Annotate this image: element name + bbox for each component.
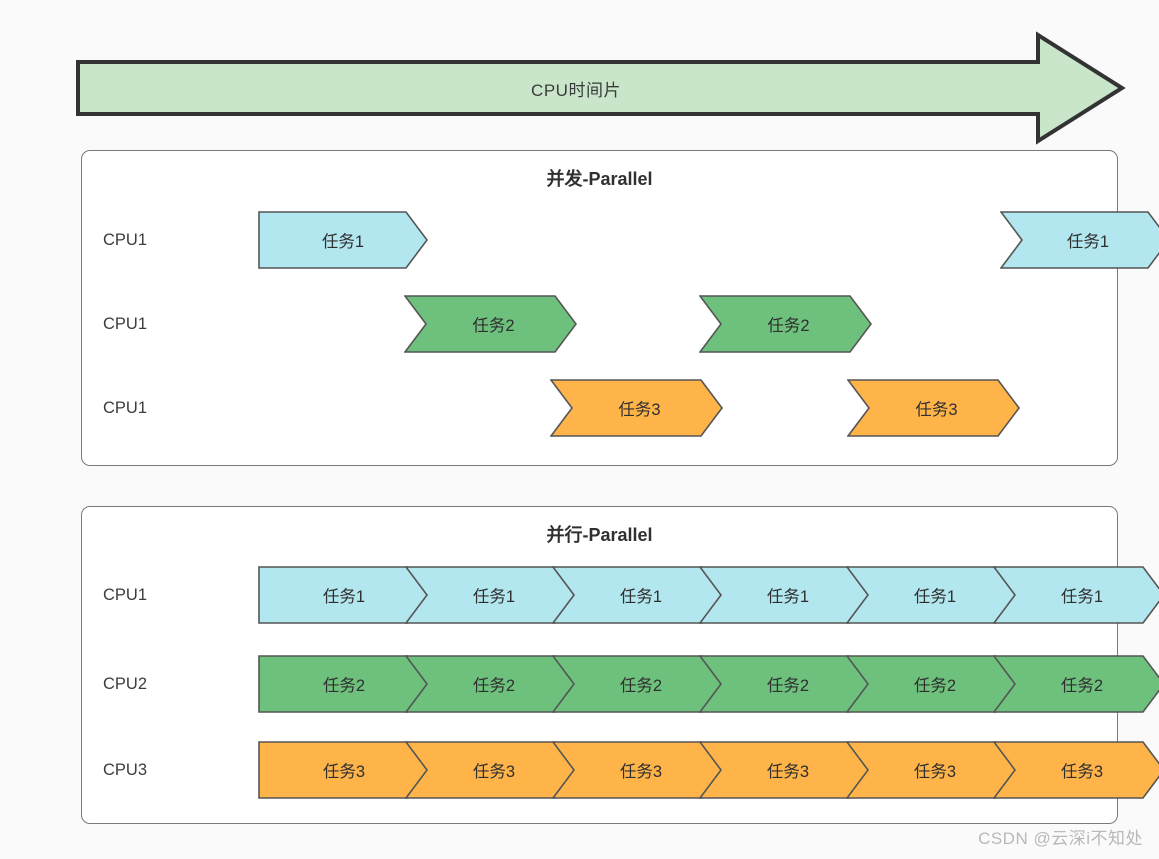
cpu-row-label: CPU2 — [103, 674, 148, 693]
cpu-row-track: 任务3 任务3 — [177, 379, 1107, 437]
timeline-arrow-shape — [76, 31, 1126, 145]
cpu-row: CPU1 任务1 任务1 — [82, 211, 1159, 269]
task-chevron[interactable]: 任务3 — [847, 379, 1020, 437]
task-chevron[interactable]: 任务3 — [993, 741, 1159, 799]
task-chevron-shape — [993, 566, 1159, 624]
task-chevron-shape — [550, 379, 723, 437]
task-chevron-shape — [993, 741, 1159, 799]
cpu-row-label: CPU1 — [103, 585, 148, 604]
task-chevron[interactable]: 任务2 — [993, 655, 1159, 713]
cpu-row-label: CPU3 — [103, 760, 148, 779]
cpu-row: CPU1 任务2 任务2 — [82, 295, 1117, 353]
task-chevron-shape — [1000, 211, 1159, 269]
task-chevron-shape — [699, 295, 872, 353]
task-chevron[interactable]: 任务2 — [404, 295, 577, 353]
task-chevron[interactable]: 任务3 — [550, 379, 723, 437]
watermark: CSDN @云深i不知处 — [978, 829, 1143, 848]
cpu-row-track: 任务2 任务2 — [177, 295, 1107, 353]
task-chevron[interactable]: 任务1 — [993, 566, 1159, 624]
cpu-row: CPU1 任务3 任务3 — [82, 379, 1117, 437]
cpu-row-label: CPU1 — [103, 314, 148, 333]
task-chevron-shape — [847, 379, 1020, 437]
task-chevron[interactable]: 任务1 — [258, 211, 428, 269]
cpu-row-track: 任务1 任务1 — [177, 211, 1159, 269]
task-chevron-shape — [993, 655, 1159, 713]
panel-parallelism-title: 并行-Parallel — [546, 525, 653, 545]
cpu-timeline-arrow: CPU时间片 — [76, 31, 1126, 145]
task-chevron-shape — [404, 295, 577, 353]
cpu-row-label: CPU1 — [103, 398, 148, 417]
panel-concurrency-title: 并发-Parallel — [546, 169, 653, 189]
task-chevron[interactable]: 任务2 — [699, 295, 872, 353]
cpu-row-label: CPU1 — [103, 230, 148, 249]
task-chevron-shape — [258, 211, 428, 269]
task-chevron[interactable]: 任务1 — [1000, 211, 1159, 269]
